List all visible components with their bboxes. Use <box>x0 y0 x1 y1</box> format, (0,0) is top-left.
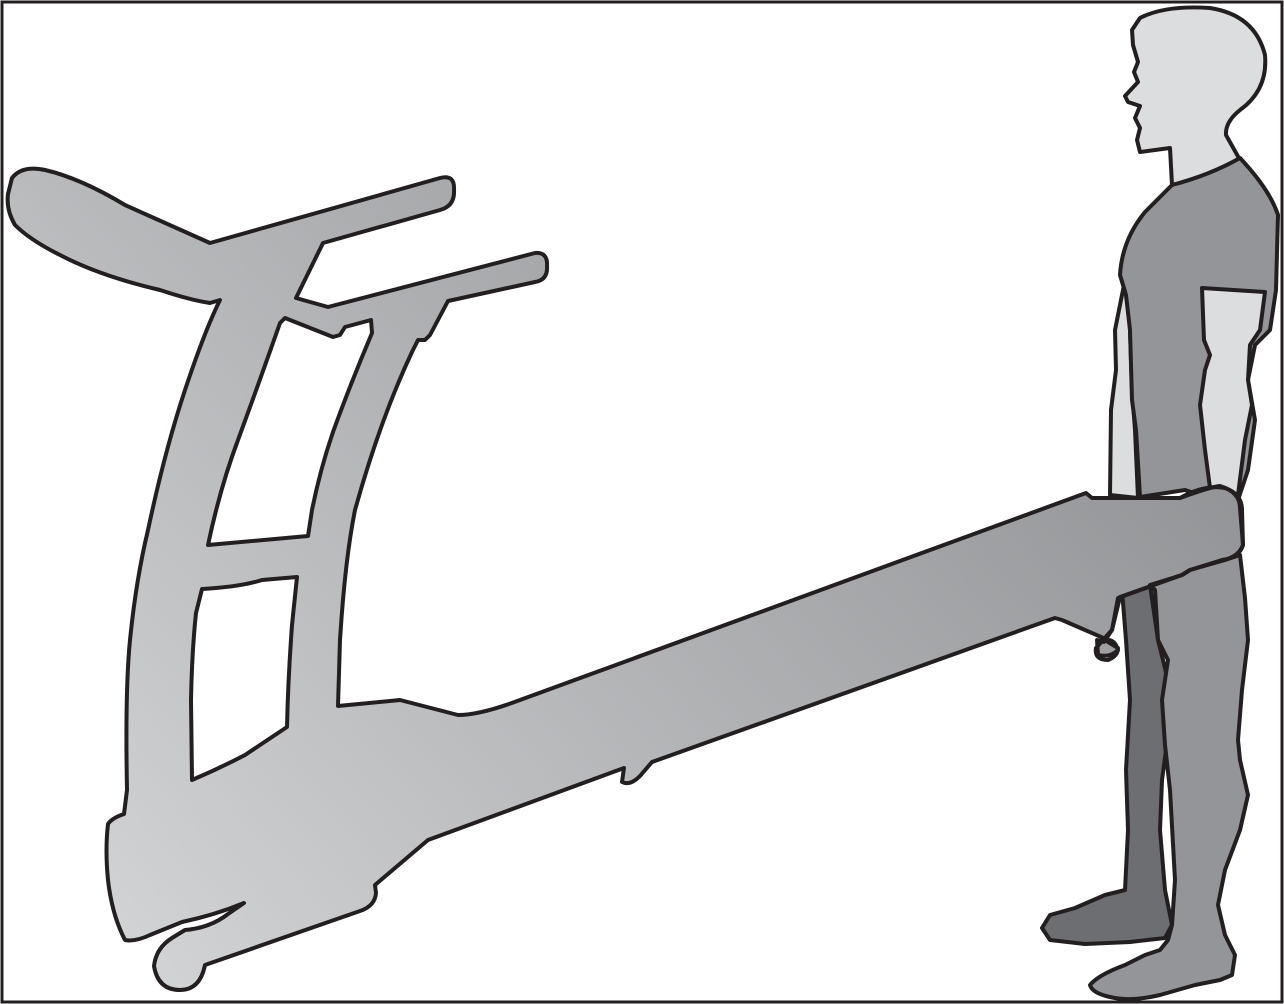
illustration-frame <box>0 0 1284 1004</box>
treadmill-lift-illustration <box>0 0 1284 1004</box>
